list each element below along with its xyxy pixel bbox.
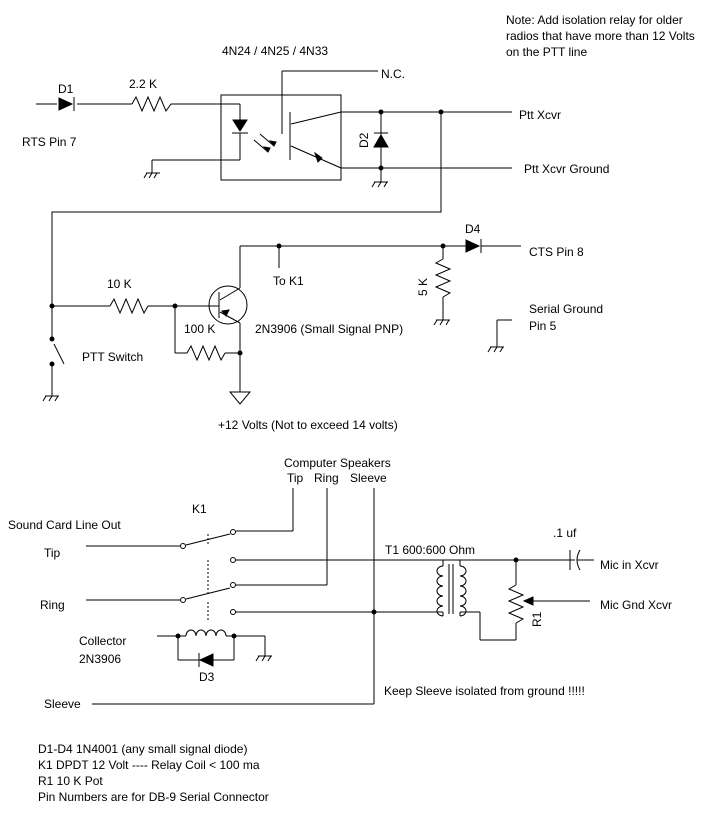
d1-label: D1 [58,82,74,96]
k1-relay-ring-contacts [86,560,377,620]
d4-label: D4 [465,222,481,236]
transistor-label: 2N3906 (Small Signal PNP) [255,322,403,336]
note-line-1: Note: Add isolation relay for older [506,13,683,27]
speakers-title: Computer Speakers [284,456,391,470]
keep-sleeve-note: Keep Sleeve isolated from ground !!!!! [384,684,585,698]
nc-label: N.C. [381,67,405,81]
k1-label: K1 [192,502,207,516]
optocoupler-transistor [281,70,378,169]
transformer-t1 [374,557,575,641]
parts-list-line-2: K1 DPDT 12 Volt ---- Relay Coil < 100 ma [38,758,260,772]
collector-line [240,239,521,268]
pnp-transistor [208,246,252,405]
r-100k-label: 100 K [184,322,215,336]
note-line-3: on the PTT line [506,45,587,59]
cap-label: .1 uf [553,526,577,540]
speaker-ring-label: Ring [314,471,339,485]
ptt-loop-wire [51,112,442,306]
rts-pin-label: RTS Pin 7 [22,135,77,149]
d2-diode [371,112,389,188]
ptt-xcvr-ground-label: Ptt Xcvr Ground [524,162,609,176]
serial-pin5-label: Pin 5 [529,319,557,333]
sound-card-label: Sound Card Line Out [8,518,121,532]
to-k1-label: To K1 [273,274,304,288]
transformer-label: T1 600:600 Ohm [385,543,475,557]
d3-label: D3 [199,670,215,684]
r1-label: R1 [530,611,544,627]
ring-label: Ring [40,598,65,612]
speaker-tip-label: Tip [287,471,304,485]
k1-coil [157,629,272,662]
parts-list-line-4: Pin Numbers are for DB-9 Serial Connecto… [38,790,269,804]
d2-label: D2 [357,132,371,148]
serial-ground-label: Serial Ground [529,302,603,316]
optocoupler-box [220,94,342,181]
supply-label: +12 Volts (Not to exceed 14 volts) [218,418,398,432]
r-5k-label: 5 K [416,278,430,296]
d1-diode [58,97,75,111]
serial-ground [487,319,512,353]
speaker-leads [236,488,375,704]
optocoupler-led [143,103,277,179]
collector-label-1: Collector [79,634,126,648]
tip-label: Tip [44,546,61,560]
r-10k-label: 10 K [107,277,132,291]
r1-potentiometer [507,560,590,640]
ptt-switch [42,306,65,402]
parts-list-line-1: D1-D4 1N4001 (any small signal diode) [38,742,247,756]
speaker-sleeve-label: Sleeve [350,471,387,485]
optocoupler-part-label: 4N24 / 4N25 / 4N33 [222,44,328,58]
ptt-switch-label: PTT Switch [82,350,143,364]
sleeve-label: Sleeve [44,697,81,711]
mic-gnd-label: Mic Gnd Xcvr [600,598,672,612]
ptt-xcvr-label: Ptt Xcvr [519,108,561,122]
parts-list-line-3: R1 10 K Pot [38,774,103,788]
r-5k-resistor [433,246,452,326]
r-2k2-label: 2.2 K [129,77,157,91]
cts-pin-label: CTS Pin 8 [529,245,584,259]
cap-01uf [569,549,594,571]
mic-in-label: Mic in Xcvr [600,558,659,572]
r-2k2-resistor [131,95,176,113]
note-line-2: radios that have more than 12 Volts [506,29,695,43]
collector-label-2: 2N3906 [79,652,121,666]
d3-diode [177,636,235,667]
